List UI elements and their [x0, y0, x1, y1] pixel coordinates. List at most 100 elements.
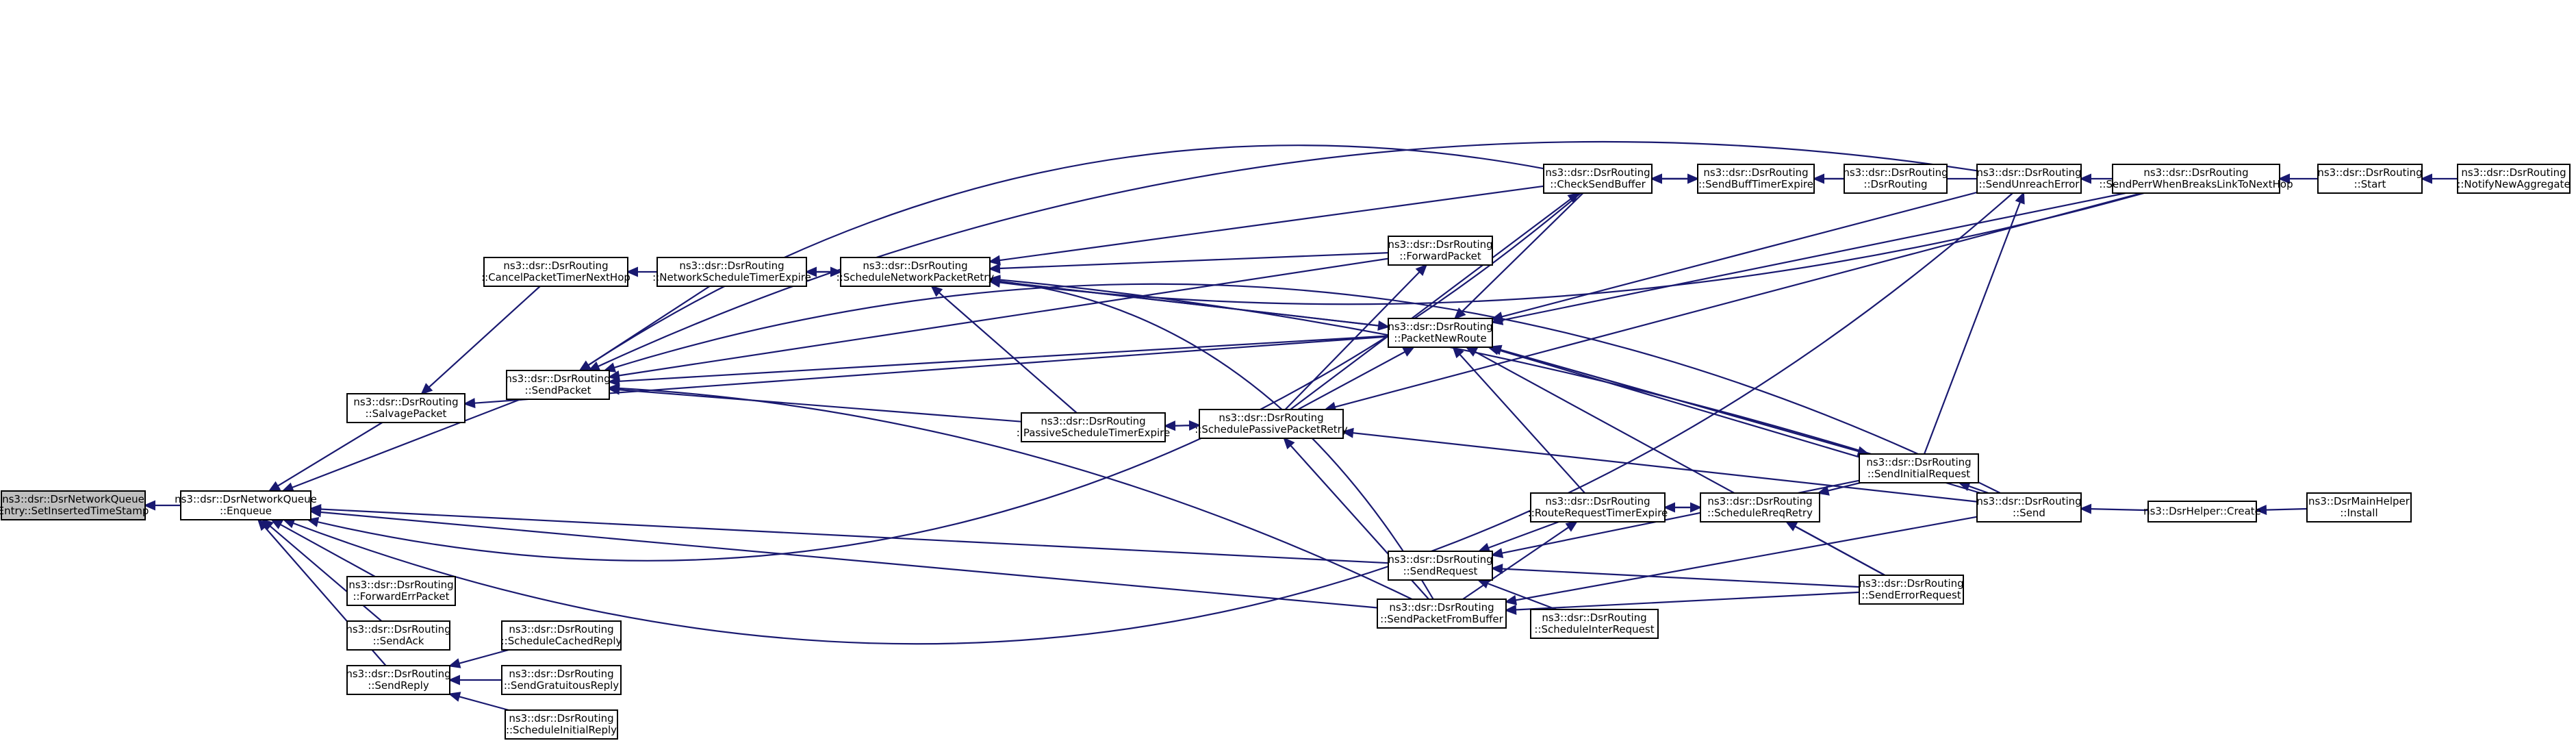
node-sendPerr[interactable]: ns3::dsr::DsrRouting::SendPerrWhenBreaks… — [2099, 164, 2293, 194]
node-checkBuffer[interactable]: ns3::dsr::DsrRouting::CheckSendBuffer — [1543, 164, 1653, 194]
node-box — [656, 257, 807, 287]
node-label-line: ns3::DsrMainHelper — [2308, 495, 2410, 507]
node-label-line: ns3::dsr::DsrRouting — [1542, 612, 1646, 624]
node-label-line: ns3::dsr::DsrRouting — [1545, 166, 1650, 179]
edge-sendFromBuffer-to-sendPacket — [607, 383, 1413, 600]
edge-passiveSched-to-schedPassive — [1164, 420, 1201, 431]
node-label-line: ns3::dsr::DsrRouting — [509, 668, 613, 680]
edge-line — [292, 192, 2013, 645]
node-label-line: ns3::dsr::DsrRouting — [346, 668, 450, 680]
node-label-line: ns3::dsr::DsrRouting — [1545, 495, 1650, 507]
node-sendPacket[interactable]: ns3::dsr::DsrRouting::SendPacket — [505, 370, 611, 400]
node-routeReqTimer[interactable]: ns3::dsr::DsrRouting::RouteRequestTimerE… — [1528, 492, 1668, 522]
edge-line — [279, 523, 376, 577]
node-box — [2457, 164, 2571, 194]
node-sendFromBuffer[interactable]: ns3::dsr::DsrRouting::SendPacketFromBuff… — [1377, 599, 1507, 629]
node-sendRequest[interactable]: ns3::dsr::DsrRouting::SendRequest — [1388, 551, 1493, 581]
node-enqueue[interactable]: ns3::dsr::DsrNetworkQueue::Enqueue — [175, 490, 317, 520]
node-cancelTimer[interactable]: ns3::dsr::DsrRouting::CancelPacketTimerN… — [481, 257, 630, 287]
edge-line — [1501, 479, 1860, 554]
edge-schedInitial-to-sendReply — [448, 692, 509, 711]
node-label-line: ::SendPacketFromBuffer — [1380, 613, 1503, 625]
arrowhead-icon — [578, 360, 591, 372]
node-passiveSched[interactable]: ns3::dsr::DsrRouting::PassiveScheduleTim… — [1017, 412, 1171, 442]
node-label-line: ::PacketNewRoute — [1394, 332, 1486, 344]
arrowhead-icon — [2278, 173, 2290, 184]
node-label-line: ::NetworkScheduleTimerExpire — [652, 271, 811, 284]
node-label-line: ns3::dsr::DsrRouting — [863, 260, 967, 272]
edge-line — [459, 648, 509, 664]
arrowhead-icon — [268, 481, 281, 492]
edge-notifyAgg-to-start — [2420, 173, 2458, 184]
node-label-line: ::SendPerrWhenBreaksLinkToNextHop — [2099, 178, 2293, 190]
edge-schedPassive-to-forwardPacket — [1284, 264, 1428, 410]
node-label-line: ::RouteRequestTimerExpire — [1528, 507, 1668, 519]
node-dsrRouting[interactable]: ns3::dsr::DsrRouting::DsrRouting — [1843, 164, 1948, 194]
node-sendReply[interactable]: ns3::dsr::DsrRouting::SendReply — [346, 665, 451, 695]
node-box — [1, 490, 146, 520]
arrowhead-icon — [603, 362, 617, 373]
node-label-line: ::ScheduleNetworkPacketRetry — [837, 271, 995, 284]
node-label-line: ::PassiveScheduleTimerExpire — [1017, 427, 1171, 439]
edge-sendRequest-to-enqueue — [309, 504, 1389, 564]
node-send[interactable]: ns3::dsr::DsrRouting::Send — [1976, 492, 2082, 522]
node-schedCached[interactable]: ns3::dsr::DsrRouting::ScheduleCachedRepl… — [501, 620, 622, 651]
edge-passiveSched-to-sendPacket — [607, 384, 1022, 423]
node-forwardErr[interactable]: ns3::dsr::DsrRouting::ForwardErrPacket — [346, 576, 456, 606]
node-sendInitialReq[interactable]: ns3::dsr::DsrRouting::SendInitialRequest — [1859, 453, 1979, 483]
node-helperCreate[interactable]: ns3::DsrHelper::Create — [2143, 501, 2261, 522]
node-label-line: ::ScheduleInitialReply — [506, 724, 617, 736]
arrowhead-icon — [988, 275, 1001, 286]
node-label-line: ::DsrRouting — [1863, 178, 1927, 190]
arrowhead-icon — [1785, 520, 1798, 531]
node-sendUnreach[interactable]: ns3::dsr::DsrRouting::SendUnreachError — [1976, 164, 2082, 194]
node-label-line: ns3::dsr::DsrRouting — [1388, 320, 1492, 333]
edge-start-to-sendPerr — [2278, 173, 2318, 184]
edge-line — [1334, 192, 2143, 408]
node-label-line: ns3::dsr::DsrRouting — [1703, 166, 1808, 179]
node-netSched[interactable]: ns3::dsr::DsrRouting::NetworkScheduleTim… — [652, 257, 811, 287]
node-notifyAgg[interactable]: ns3::dsr::DsrRouting::NotifyNewAggregate — [2457, 164, 2571, 194]
node-start[interactable]: ns3::dsr::DsrRouting::Start — [2317, 164, 2423, 194]
node-label-line: ::SendUnreachError — [1979, 178, 2080, 190]
node-label-line: ns3::dsr::DsrRouting — [1041, 415, 1145, 427]
node-schedPassive[interactable]: ns3::dsr::DsrRouting::SchedulePassivePac… — [1195, 409, 1348, 439]
node-label-line: ns3::dsr::DsrRouting — [1707, 495, 1812, 507]
edge-line — [2265, 507, 2308, 511]
node-salvage[interactable]: ns3::dsr::DsrRouting::SalvagePacket — [346, 393, 466, 423]
arrowhead-icon — [1817, 486, 1830, 496]
arrowhead-icon — [1377, 320, 1390, 331]
node-label-line: ns3::DsrHelper::Create — [2143, 505, 2261, 518]
edge-line — [999, 252, 1389, 270]
node-packetNewRoute[interactable]: ns3::dsr::DsrRouting::PacketNewRoute — [1388, 318, 1493, 348]
node-sendGratuitous[interactable]: ns3::dsr::DsrRouting::SendGratuitousRepl… — [501, 665, 622, 695]
arrowhead-icon — [1490, 548, 1504, 558]
node-label-line: ns3::dsr::DsrRouting — [346, 623, 450, 635]
arrowhead-icon — [448, 675, 460, 685]
node-box — [506, 370, 610, 400]
node-sendErrReq[interactable]: ns3::dsr::DsrRouting::SendErrorRequest — [1859, 575, 1964, 605]
node-box — [1388, 236, 1493, 266]
edge-packetNewRoute-to-sendPacket — [607, 335, 1389, 387]
edge-sendGratuitous-to-sendReply — [448, 675, 502, 685]
node-box — [1543, 164, 1653, 194]
node-schedRreq[interactable]: ns3::dsr::DsrRouting::ScheduleRreqRetry — [1700, 492, 1820, 522]
edge-line — [1297, 351, 1406, 410]
node-setInserted[interactable]: ns3::dsr::DsrNetworkQueueEntry::SetInser… — [0, 490, 149, 520]
node-forwardPacket[interactable]: ns3::dsr::DsrRouting::ForwardPacket — [1388, 236, 1493, 266]
node-schedInter[interactable]: ns3::dsr::DsrRouting::ScheduleInterReque… — [1530, 609, 1659, 639]
edge-schedCached-to-sendReply — [448, 648, 509, 668]
node-sendAck[interactable]: ns3::dsr::DsrRouting::SendAck — [346, 620, 451, 651]
arrowhead-icon — [2079, 173, 2091, 184]
node-schedNetRetry[interactable]: ns3::dsr::DsrRouting::ScheduleNetworkPac… — [837, 257, 995, 287]
edge-sendInitialReq-to-sendRequest — [1490, 479, 1860, 558]
edge-line — [1461, 192, 1584, 312]
node-label-line: ::ForwardErrPacket — [353, 590, 449, 603]
arrowhead-icon — [1567, 192, 1581, 204]
node-mainInstall[interactable]: ns3::DsrMainHelper::Install — [2306, 492, 2412, 522]
edge-passiveSched-to-schedNetRetry — [930, 285, 1077, 414]
node-schedInitial[interactable]: ns3::dsr::DsrRouting::ScheduleInitialRep… — [505, 709, 618, 740]
node-buffTimer[interactable]: ns3::dsr::DsrRouting::SendBuffTimerExpir… — [1697, 164, 1815, 194]
edge-schedPassive-to-checkBuffer — [1290, 192, 1581, 410]
node-label-line: ns3::dsr::DsrRouting — [353, 396, 458, 408]
